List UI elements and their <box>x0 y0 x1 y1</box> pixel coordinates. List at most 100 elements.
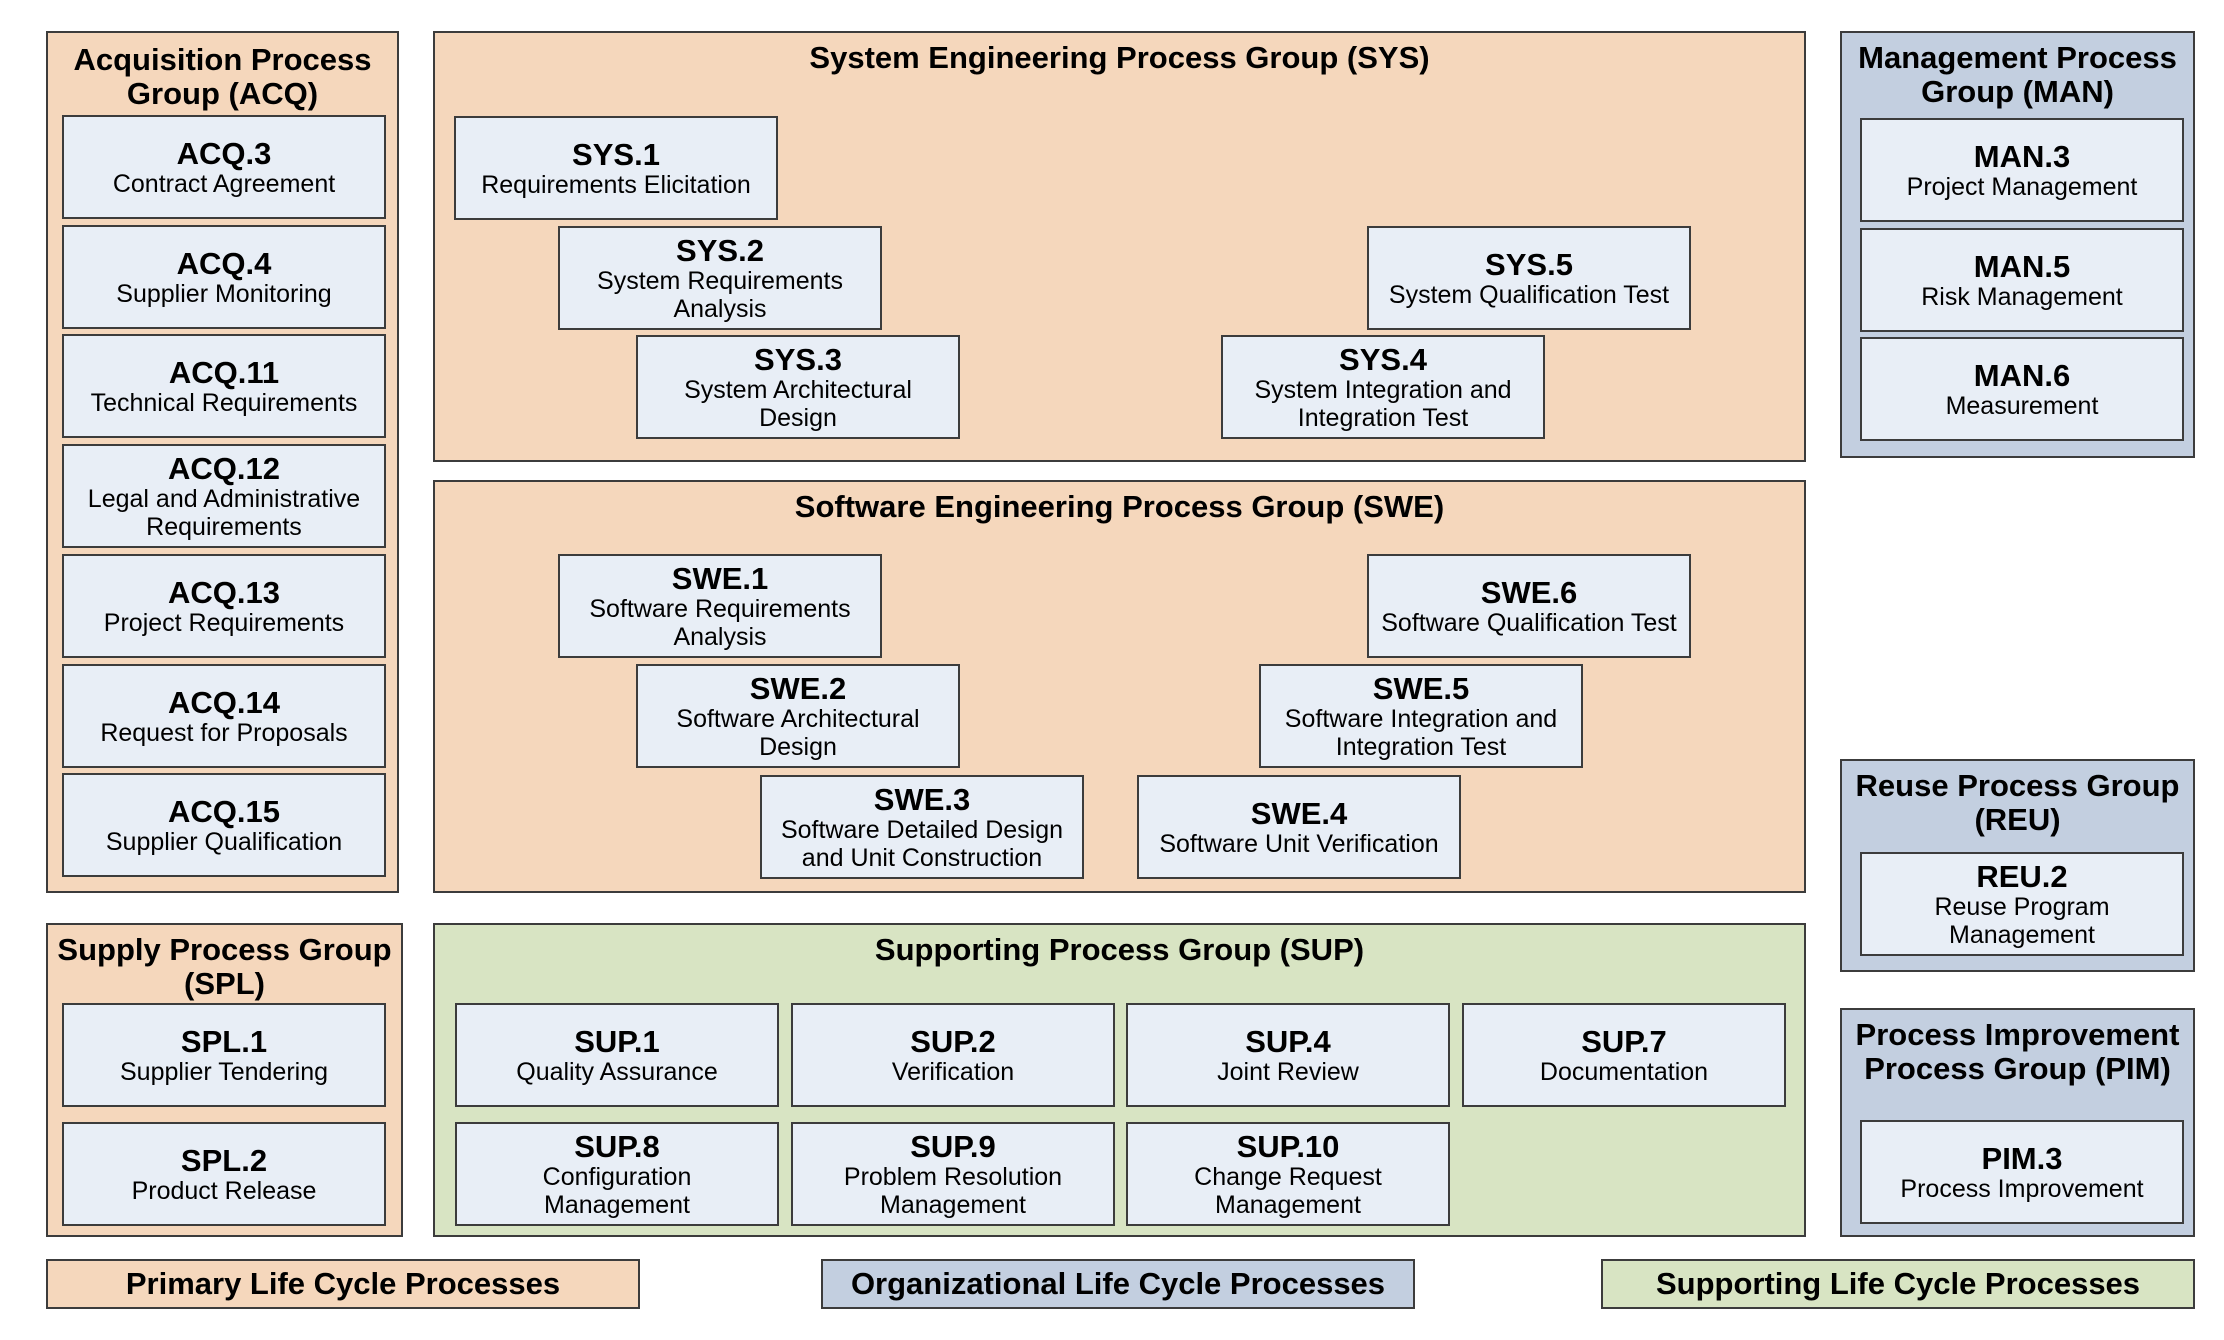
process-id: SPL.2 <box>180 1142 268 1178</box>
swe-group-title: Software Engineering Process Group (SWE) <box>794 489 1445 524</box>
process-id: MAN.3 <box>1973 138 2071 174</box>
process-name: System Qualification Test <box>1388 280 1670 309</box>
process-sup-7: SUP.7 Documentation <box>1462 1003 1786 1107</box>
sys-group: System Engineering Process Group (SYS) S… <box>433 31 1806 462</box>
acq-group-title: Acquisition Process Group (ACQ) <box>73 42 372 111</box>
process-sys-5: SYS.5 System Qualification Test <box>1367 226 1691 330</box>
process-swe-2: SWE.2 Software Architectural Design <box>636 664 960 768</box>
process-id: SWE.5 <box>1372 670 1470 706</box>
process-name: Measurement <box>1945 391 2099 420</box>
process-swe-6: SWE.6 Software Qualification Test <box>1367 554 1691 658</box>
process-sup-9: SUP.9 Problem Resolution Management <box>791 1122 1115 1226</box>
process-id: SUP.2 <box>910 1023 996 1059</box>
process-name: Software Detailed Design and Unit Constr… <box>780 815 1064 872</box>
process-name: Supplier Qualification <box>105 827 343 856</box>
process-id: SPL.1 <box>180 1023 268 1059</box>
process-acq-13: ACQ.13 Project Requirements <box>62 554 386 658</box>
process-sup-8: SUP.8 Configuration Management <box>455 1122 779 1226</box>
process-name: System Architectural Design <box>684 375 912 432</box>
process-sys-1: SYS.1 Requirements Elicitation <box>454 116 778 220</box>
process-name: Legal and Administrative Requirements <box>87 484 361 541</box>
process-id: ACQ.13 <box>168 574 280 610</box>
process-id: SWE.6 <box>1480 574 1578 610</box>
acq-group: Acquisition Process Group (ACQ) ACQ.3 Co… <box>46 31 399 893</box>
process-id: SYS.3 <box>754 341 842 377</box>
process-id: SWE.3 <box>873 781 971 817</box>
process-id: SWE.1 <box>671 560 769 596</box>
process-name: Requirements Elicitation <box>481 170 751 199</box>
process-sys-3: SYS.3 System Architectural Design <box>636 335 960 439</box>
process-spl-2: SPL.2 Product Release <box>62 1122 386 1226</box>
process-name: Project Management <box>1906 172 2138 201</box>
process-name: Software Qualification Test <box>1381 608 1677 637</box>
process-id: SWE.2 <box>749 670 847 706</box>
process-name: System Integration and Integration Test <box>1254 375 1512 432</box>
process-id: REU.2 <box>1976 858 2068 894</box>
process-pim-3: PIM.3 Process Improvement <box>1860 1120 2184 1224</box>
process-name: Risk Management <box>1921 282 2123 311</box>
process-id: ACQ.14 <box>168 684 280 720</box>
process-man-5: MAN.5 Risk Management <box>1860 228 2184 332</box>
process-id: SUP.7 <box>1581 1023 1667 1059</box>
process-name: Technical Requirements <box>90 388 358 417</box>
process-id: ACQ.3 <box>176 135 272 171</box>
process-reu-2: REU.2 Reuse Program Management <box>1860 852 2184 956</box>
process-id: ACQ.4 <box>176 245 272 281</box>
process-name: Joint Review <box>1217 1057 1359 1086</box>
process-name: Project Requirements <box>103 608 345 637</box>
process-id: ACQ.11 <box>168 354 280 390</box>
pim-group: Process Improvement Process Group (PIM) … <box>1840 1008 2195 1237</box>
process-name: Software Integration and Integration Tes… <box>1284 704 1558 761</box>
process-id: ACQ.15 <box>168 793 280 829</box>
process-name: Process Improvement <box>1900 1174 2144 1203</box>
spl-group-title: Supply Process Group (SPL) <box>57 932 392 1001</box>
man-group-title: Management Process Group (MAN) <box>1858 40 2177 109</box>
process-id: SYS.1 <box>572 136 660 172</box>
process-id: SWE.4 <box>1250 795 1348 831</box>
process-id: SUP.8 <box>574 1128 660 1164</box>
process-name: Verification <box>891 1057 1015 1086</box>
process-name: Request for Proposals <box>100 718 348 747</box>
process-acq-11: ACQ.11 Technical Requirements <box>62 334 386 438</box>
sup-group: Supporting Process Group (SUP) SUP.1 Qua… <box>433 923 1806 1237</box>
process-name: Change Request Management <box>1194 1162 1382 1219</box>
legend-primary: Primary Life Cycle Processes <box>46 1259 640 1309</box>
process-name: Quality Assurance <box>516 1057 718 1086</box>
process-sup-1: SUP.1 Quality Assurance <box>455 1003 779 1107</box>
process-acq-12: ACQ.12 Legal and Administrative Requirem… <box>62 444 386 548</box>
reu-group-title: Reuse Process Group (REU) <box>1855 768 2180 837</box>
process-sup-10: SUP.10 Change Request Management <box>1126 1122 1450 1226</box>
process-sys-4: SYS.4 System Integration and Integration… <box>1221 335 1545 439</box>
process-name: Software Unit Verification <box>1159 829 1439 858</box>
process-name: Contract Agreement <box>112 169 336 198</box>
process-sys-2: SYS.2 System Requirements Analysis <box>558 226 882 330</box>
process-id: SUP.9 <box>910 1128 996 1164</box>
process-name: Product Release <box>131 1176 317 1205</box>
process-swe-5: SWE.5 Software Integration and Integrati… <box>1259 664 1583 768</box>
process-id: SUP.4 <box>1245 1023 1331 1059</box>
process-acq-15: ACQ.15 Supplier Qualification <box>62 773 386 877</box>
process-id: ACQ.12 <box>168 450 280 486</box>
process-name: Reuse Program Management <box>1934 892 2110 949</box>
process-id: MAN.6 <box>1973 357 2071 393</box>
process-id: SUP.1 <box>574 1023 660 1059</box>
process-name: System Requirements Analysis <box>597 266 843 323</box>
swe-group: Software Engineering Process Group (SWE)… <box>433 480 1806 893</box>
spl-group: Supply Process Group (SPL) SPL.1 Supplie… <box>46 923 403 1237</box>
process-name: Software Architectural Design <box>676 704 920 761</box>
process-swe-4: SWE.4 Software Unit Verification <box>1137 775 1461 879</box>
process-id: SYS.4 <box>1339 341 1427 377</box>
process-id: SYS.2 <box>676 232 764 268</box>
process-man-6: MAN.6 Measurement <box>1860 337 2184 441</box>
process-swe-3: SWE.3 Software Detailed Design and Unit … <box>760 775 1084 879</box>
process-sup-4: SUP.4 Joint Review <box>1126 1003 1450 1107</box>
process-spl-1: SPL.1 Supplier Tendering <box>62 1003 386 1107</box>
process-name: Software Requirements Analysis <box>589 594 851 651</box>
sys-group-title: System Engineering Process Group (SYS) <box>809 40 1430 75</box>
process-name: Configuration Management <box>542 1162 692 1219</box>
man-group: Management Process Group (MAN) MAN.3 Pro… <box>1840 31 2195 458</box>
legend-organizational: Organizational Life Cycle Processes <box>821 1259 1415 1309</box>
process-swe-1: SWE.1 Software Requirements Analysis <box>558 554 882 658</box>
process-acq-4: ACQ.4 Supplier Monitoring <box>62 225 386 329</box>
process-name: Documentation <box>1539 1057 1709 1086</box>
